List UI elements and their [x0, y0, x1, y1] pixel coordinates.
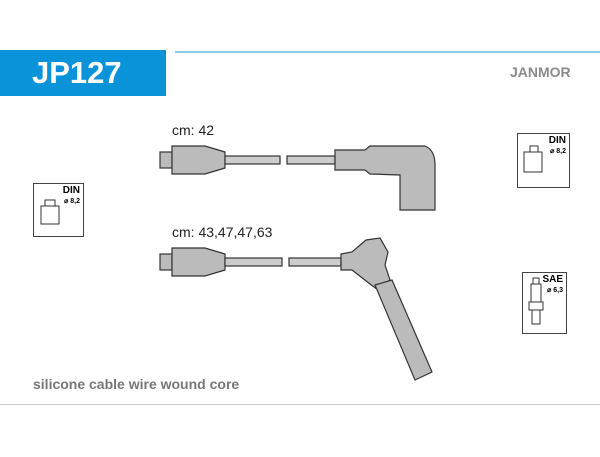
din-badge-right: DIN ⌀ 8,2 [517, 133, 570, 188]
distributor-cap-icon [40, 199, 60, 225]
badge-diameter: ⌀ 6,3 [547, 287, 563, 294]
badge-standard: DIN [548, 135, 566, 146]
ignition-coil-icon [523, 145, 543, 173]
product-description: silicone cable wire wound core [33, 376, 240, 392]
badge-diameter: ⌀ 8,2 [64, 198, 80, 205]
badge-standard: DIN [62, 185, 80, 196]
cable-2-length: cm: 43,47,47,63 [172, 224, 273, 240]
footer-divider [0, 404, 600, 405]
part-number: JP127 [0, 50, 166, 96]
cable-1 [159, 145, 436, 211]
header-divider [175, 51, 600, 53]
spark-plug-icon [528, 277, 544, 325]
brand-name: JANMOR [510, 64, 571, 80]
sae-badge: SAE ⌀ 6,3 [522, 272, 567, 334]
cable-1-length: cm: 42 [172, 122, 215, 138]
badge-diameter: ⌀ 8,2 [550, 148, 566, 155]
cable-2 [159, 237, 433, 381]
badge-standard: SAE [542, 274, 563, 285]
din-badge-left: DIN ⌀ 8,2 [33, 183, 84, 237]
